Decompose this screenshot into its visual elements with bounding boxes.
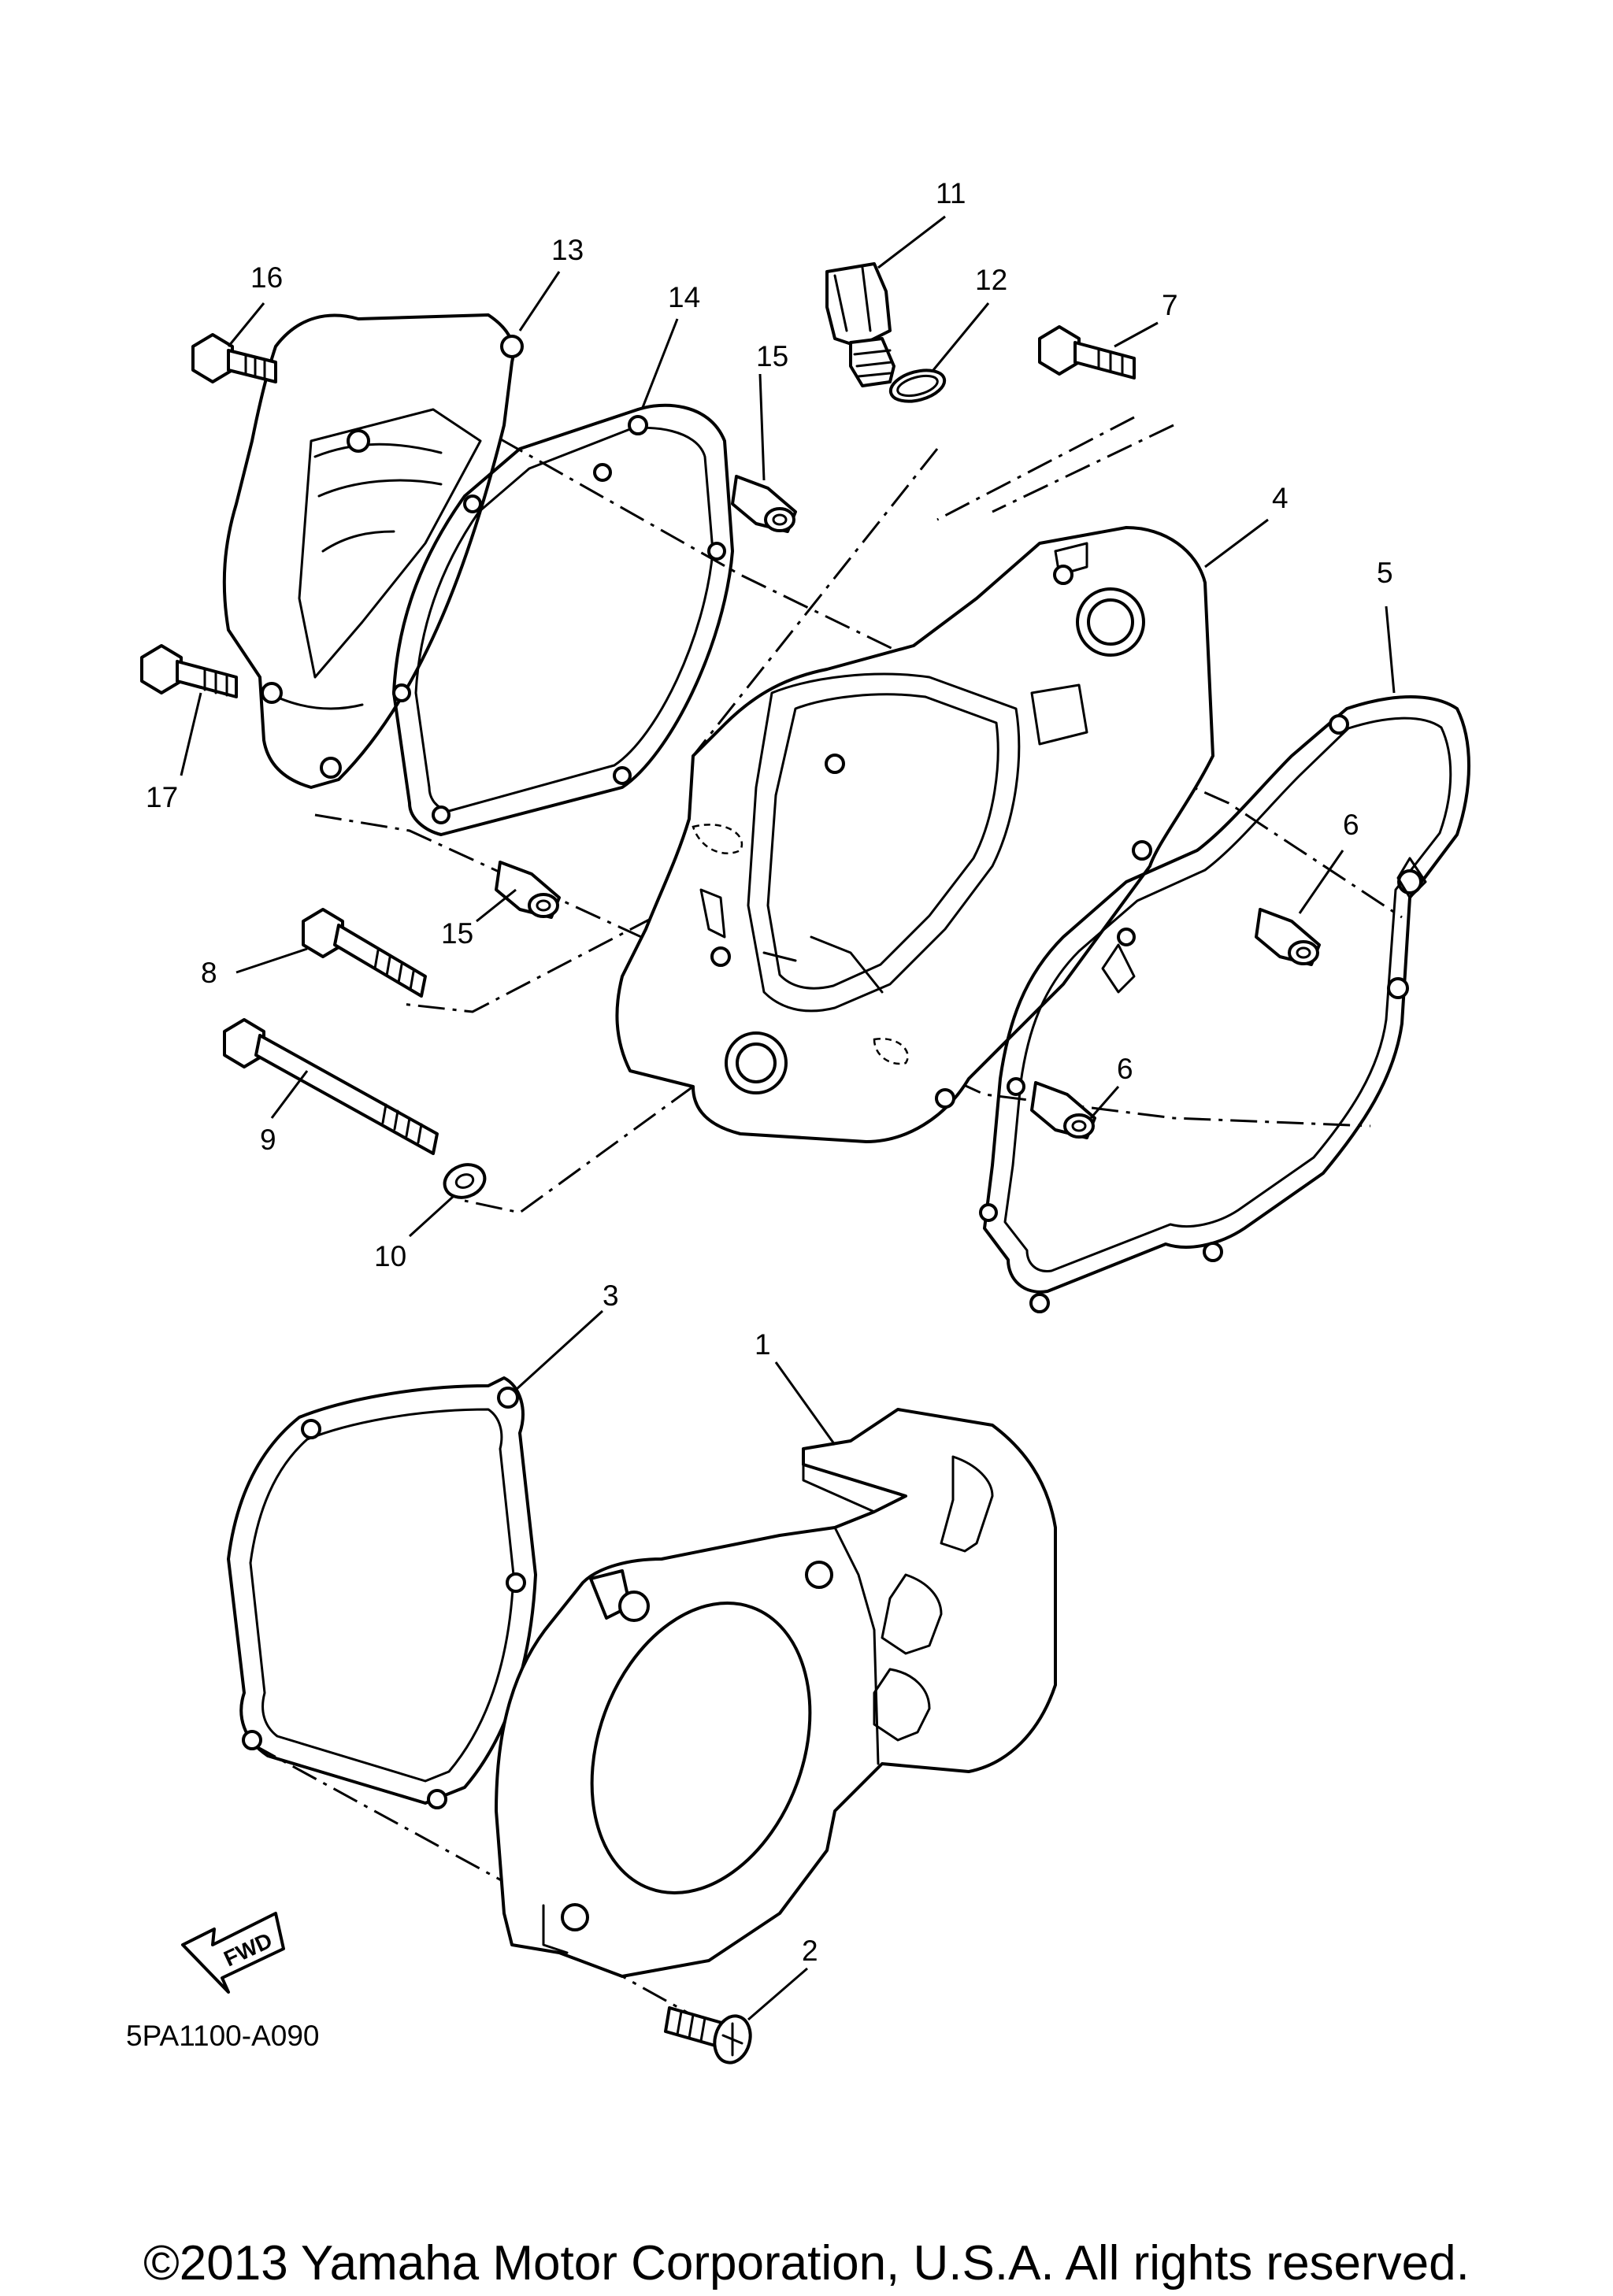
fwd-arrow-icon: FWD xyxy=(181,1912,285,1994)
part-7-bolt xyxy=(1038,325,1136,380)
part-1-outer-cover xyxy=(495,1408,1057,1978)
part-4-crankcase-cover xyxy=(615,526,1214,1143)
part-16-bolt xyxy=(191,333,277,383)
part-10-washer xyxy=(443,1163,487,1199)
part-11-filler-plug xyxy=(825,262,895,387)
part-14-gasket xyxy=(392,403,734,836)
callout-11: 11 xyxy=(936,177,966,209)
callout-16: 16 xyxy=(250,261,283,294)
callout-9: 9 xyxy=(260,1124,276,1156)
part-15-dowel-lower xyxy=(495,861,561,919)
callout-7: 7 xyxy=(1162,289,1178,321)
leader-lines xyxy=(180,215,1396,2021)
callout-6b: 6 xyxy=(1117,1053,1133,1085)
callout-labels: 1 2 3 4 5 6 6 7 8 9 10 11 12 13 14 15 15… xyxy=(146,177,1393,1967)
callout-14: 14 xyxy=(668,281,700,313)
callout-17: 17 xyxy=(146,781,178,813)
part-2-screw xyxy=(664,2006,752,2065)
callout-10: 10 xyxy=(374,1240,406,1272)
callout-6a: 6 xyxy=(1343,809,1359,841)
part-3-gasket xyxy=(227,1376,537,1809)
callout-13: 13 xyxy=(551,234,584,266)
part-15-dowel-upper xyxy=(731,475,797,533)
part-6-dowel-lower xyxy=(1030,1081,1096,1139)
callout-2: 2 xyxy=(802,1935,818,1967)
part-13-outer-cover xyxy=(222,313,524,789)
callout-1: 1 xyxy=(755,1328,771,1361)
callout-15b: 15 xyxy=(441,917,473,950)
diagram-code: 5PA1100-A090 xyxy=(126,2020,320,2052)
callout-4: 4 xyxy=(1272,482,1289,514)
callout-3: 3 xyxy=(603,1279,619,1312)
part-5-gasket xyxy=(979,695,1470,1313)
part-17-bolt xyxy=(140,644,238,698)
callout-15a: 15 xyxy=(756,340,788,372)
part-9-bolt xyxy=(223,1018,439,1155)
callout-12: 12 xyxy=(975,264,1007,296)
part-12-o-ring xyxy=(888,368,947,403)
copyright-notice: ©2013 Yamaha Motor Corporation, U.S.A. A… xyxy=(143,2236,1470,2290)
callout-5: 5 xyxy=(1377,557,1393,589)
callout-8: 8 xyxy=(201,957,217,989)
part-8-bolt xyxy=(302,908,427,998)
part-6-dowel-upper xyxy=(1255,908,1321,966)
